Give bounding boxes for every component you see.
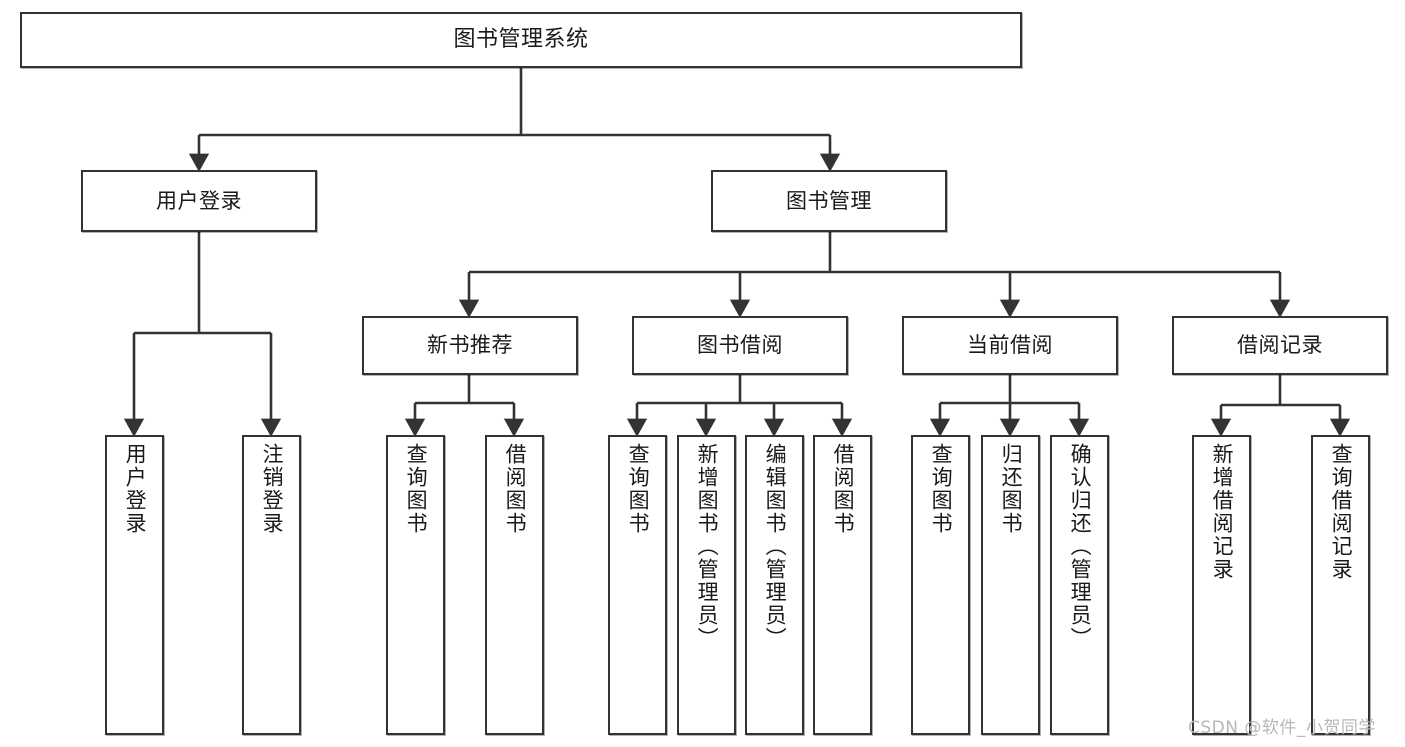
node-user-login-label: 用户登录 (156, 188, 242, 213)
csdn-watermark: CSDN @软件_小贺同学 (1188, 718, 1376, 738)
node-book-borrow[interactable]: 图书借阅 (632, 316, 848, 375)
node-leaf-query-record-label: 查询借阅记录 (1329, 443, 1354, 581)
node-leaf-query-record[interactable]: 查询借阅记录 (1311, 435, 1370, 735)
node-leaf-user-login[interactable]: 用户登录 (105, 435, 164, 735)
node-user-login[interactable]: 用户登录 (81, 170, 317, 232)
node-borrow-record[interactable]: 借阅记录 (1172, 316, 1388, 375)
node-current-borrow[interactable]: 当前借阅 (902, 316, 1118, 375)
node-leaf-add-book[interactable]: 新增图书（管理员） (677, 435, 736, 735)
node-leaf-edit-book-label: 编辑图书（管理员） (763, 443, 788, 650)
node-leaf-add-book-label: 新增图书（管理员） (695, 443, 720, 650)
node-leaf-borrow-book-2-label: 借阅图书 (831, 443, 856, 535)
node-leaf-user-login-label: 用户登录 (123, 443, 148, 535)
node-leaf-borrow-book-2[interactable]: 借阅图书 (813, 435, 872, 735)
node-root[interactable]: 图书管理系统 (20, 12, 1022, 68)
node-leaf-add-record-label: 新增借阅记录 (1210, 443, 1235, 581)
node-leaf-logout[interactable]: 注销登录 (242, 435, 301, 735)
node-leaf-edit-book[interactable]: 编辑图书（管理员） (745, 435, 804, 735)
node-leaf-query-book-2-label: 查询图书 (626, 443, 651, 535)
node-leaf-return-book-label: 归还图书 (999, 443, 1024, 535)
node-leaf-query-book-2[interactable]: 查询图书 (608, 435, 667, 735)
node-book-borrow-label: 图书借阅 (697, 333, 783, 358)
node-new-book-recommend-label: 新书推荐 (427, 333, 513, 358)
node-leaf-confirm-return-label: 确认归还（管理员） (1068, 443, 1093, 650)
node-leaf-query-book-1[interactable]: 查询图书 (386, 435, 445, 735)
node-root-label: 图书管理系统 (453, 27, 589, 53)
node-borrow-record-label: 借阅记录 (1237, 333, 1323, 358)
node-current-borrow-label: 当前借阅 (967, 333, 1053, 358)
node-leaf-logout-label: 注销登录 (260, 443, 285, 535)
node-book-manage-label: 图书管理 (786, 188, 872, 213)
node-leaf-borrow-book-1[interactable]: 借阅图书 (485, 435, 544, 735)
node-leaf-return-book[interactable]: 归还图书 (981, 435, 1040, 735)
node-leaf-query-book-3[interactable]: 查询图书 (911, 435, 970, 735)
node-leaf-confirm-return[interactable]: 确认归还（管理员） (1050, 435, 1109, 735)
node-leaf-query-book-3-label: 查询图书 (929, 443, 954, 535)
node-leaf-add-record[interactable]: 新增借阅记录 (1192, 435, 1251, 735)
node-leaf-query-book-1-label: 查询图书 (404, 443, 429, 535)
node-book-manage[interactable]: 图书管理 (711, 170, 947, 232)
node-leaf-borrow-book-1-label: 借阅图书 (503, 443, 528, 535)
node-new-book-recommend[interactable]: 新书推荐 (362, 316, 578, 375)
